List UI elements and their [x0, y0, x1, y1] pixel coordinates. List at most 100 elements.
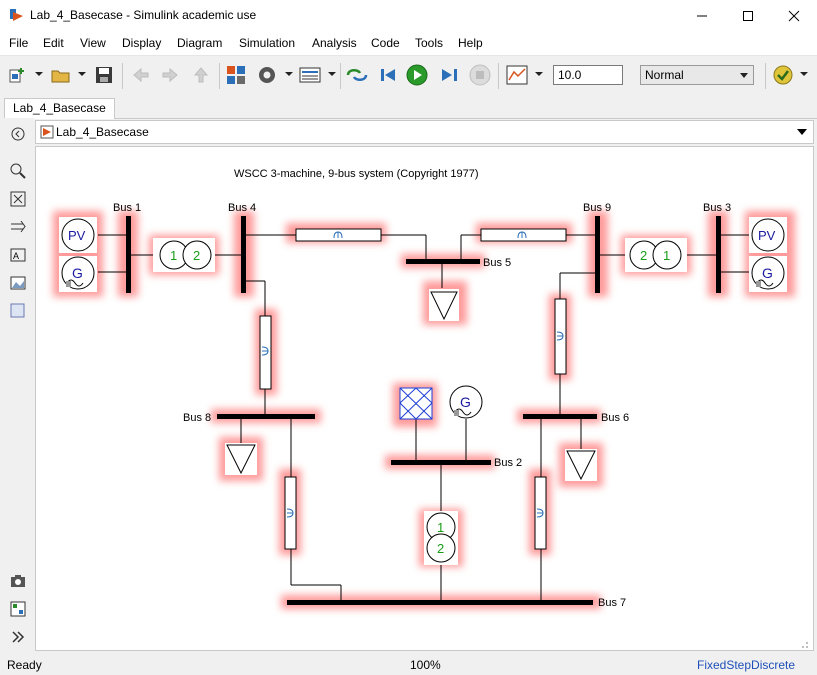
update-diagram-icon[interactable]	[346, 64, 368, 86]
menu-analysis[interactable]: Analysis	[312, 36, 357, 50]
minimize-button[interactable]	[679, 0, 725, 31]
left-palette: A	[0, 118, 34, 653]
new-model-icon[interactable]	[6, 64, 28, 86]
line-9-6[interactable]	[554, 298, 567, 375]
generator-label: G	[762, 265, 773, 281]
chevron-down-icon[interactable]	[328, 72, 336, 76]
double-chevron-right-icon[interactable]	[9, 628, 26, 645]
model-settings-icon[interactable]	[256, 64, 278, 86]
load-bus-8[interactable]	[225, 443, 257, 475]
pv-label: PV	[68, 228, 86, 243]
resize-grip-icon	[802, 642, 808, 648]
zoom-icon[interactable]	[9, 162, 26, 179]
bus-5-bar[interactable]	[406, 259, 480, 264]
line-6-7[interactable]	[534, 476, 547, 550]
menu-diagram[interactable]: Diagram	[177, 36, 223, 50]
property-inspector-icon[interactable]	[9, 600, 26, 617]
bus-2-label: Bus 2	[494, 457, 522, 469]
model-explorer-icon[interactable]	[299, 64, 321, 86]
stop-time-field[interactable]	[553, 65, 623, 85]
svg-text:A: A	[13, 251, 19, 261]
bus-3-bar[interactable]	[716, 216, 721, 293]
stop-icon[interactable]	[469, 64, 491, 86]
simulink-app-icon	[9, 8, 25, 24]
line-4-5[interactable]	[295, 228, 382, 242]
pv-bus-1[interactable]: PV	[59, 217, 97, 253]
winding-label: 1	[437, 520, 444, 535]
transformer-bus2-bus7[interactable]: 1 2	[424, 511, 458, 565]
chevron-down-icon[interactable]	[535, 72, 543, 76]
breadcrumb[interactable]: Lab_4_Basecase	[56, 125, 149, 139]
generator-bus-2[interactable]: G	[449, 385, 483, 419]
menu-tools[interactable]: Tools	[415, 36, 444, 50]
menu-view[interactable]: View	[80, 36, 106, 50]
bus-6-label: Bus 6	[601, 412, 629, 424]
chevron-down-icon[interactable]	[285, 72, 293, 76]
diagram-svg: WSCC 3-machine, 9-bus system (Copyright …	[53, 168, 808, 648]
chevron-down-icon[interactable]	[35, 72, 43, 76]
run-icon[interactable]	[406, 64, 428, 86]
toolbar-separator	[122, 63, 123, 89]
back-icon[interactable]	[130, 64, 152, 86]
close-button[interactable]	[771, 0, 817, 31]
generator-bus-1[interactable]: G	[59, 256, 97, 292]
fit-to-view-icon[interactable]	[9, 190, 26, 207]
bus-3-label: Bus 3	[703, 202, 731, 214]
tab-lab-4-basecase[interactable]: Lab_4_Basecase	[4, 98, 115, 119]
swing-bus-block[interactable]	[399, 387, 433, 420]
solver-link[interactable]: FixedStepDiscrete	[697, 658, 796, 672]
data-inspector-icon[interactable]	[506, 64, 528, 86]
step-forward-icon[interactable]	[438, 64, 460, 86]
chevron-down-icon[interactable]	[800, 72, 808, 76]
open-folder-icon[interactable]	[50, 64, 72, 86]
load-bus-5[interactable]	[429, 289, 459, 321]
line-4-8[interactable]	[259, 315, 272, 390]
bus-4-bar[interactable]	[241, 216, 246, 293]
chevron-down-icon[interactable]	[797, 129, 807, 135]
pv-bus-3[interactable]: PV	[749, 217, 787, 253]
forward-icon[interactable]	[159, 64, 181, 86]
bus-7-label: Bus 7	[598, 597, 626, 609]
menu-help[interactable]: Help	[458, 36, 483, 50]
bus-9-bar[interactable]	[595, 216, 600, 293]
bus-6-bar[interactable]	[523, 414, 597, 419]
bus-1-bar[interactable]	[126, 216, 131, 293]
simulation-mode-value: Normal	[645, 68, 684, 82]
load-bus-6[interactable]	[565, 449, 597, 481]
image-icon[interactable]	[9, 274, 26, 291]
menu-display[interactable]: Display	[122, 36, 162, 50]
title-bar: Lab_4_Basecase - Simulink academic use	[0, 0, 817, 31]
chevron-down-icon[interactable]	[78, 72, 86, 76]
save-icon[interactable]	[93, 64, 115, 86]
loads	[225, 289, 597, 481]
area-icon[interactable]	[9, 302, 26, 319]
winding-label: 1	[170, 248, 177, 263]
line-5-9[interactable]	[480, 228, 567, 242]
library-browser-icon[interactable]	[225, 64, 247, 86]
bus-7-bar[interactable]	[287, 600, 593, 605]
step-back-icon[interactable]	[378, 64, 400, 86]
bus-8-bar[interactable]	[217, 414, 315, 419]
generator-bus-3[interactable]: G	[749, 256, 787, 292]
simulation-mode-select[interactable]: Normal	[640, 65, 754, 85]
model-advisor-icon[interactable]	[772, 64, 794, 86]
line-8-7[interactable]	[284, 476, 297, 550]
up-icon[interactable]	[190, 64, 212, 86]
pv-label: PV	[758, 228, 776, 243]
menu-file[interactable]: File	[9, 36, 29, 50]
menu-edit[interactable]: Edit	[43, 36, 64, 50]
bus-2-bar[interactable]	[391, 460, 491, 465]
arrow-right-icon[interactable]	[9, 218, 26, 235]
transformer-bus1-bus4[interactable]: 1 2	[153, 238, 215, 272]
annotation-icon[interactable]: A	[9, 246, 26, 263]
transformer-bus9-bus3[interactable]: 2 1	[625, 238, 687, 272]
bus-4-label: Bus 4	[228, 202, 256, 214]
model-canvas[interactable]: WSCC 3-machine, 9-bus system (Copyright …	[35, 146, 814, 651]
maximize-button[interactable]	[725, 0, 771, 31]
hide-explorer-icon[interactable]	[9, 125, 26, 142]
menu-code[interactable]: Code	[371, 36, 400, 50]
camera-icon[interactable]	[9, 572, 26, 589]
menu-simulation[interactable]: Simulation	[239, 36, 296, 50]
diagram-title: WSCC 3-machine, 9-bus system (Copyright …	[234, 168, 479, 180]
toolbar: Normal	[0, 55, 817, 95]
